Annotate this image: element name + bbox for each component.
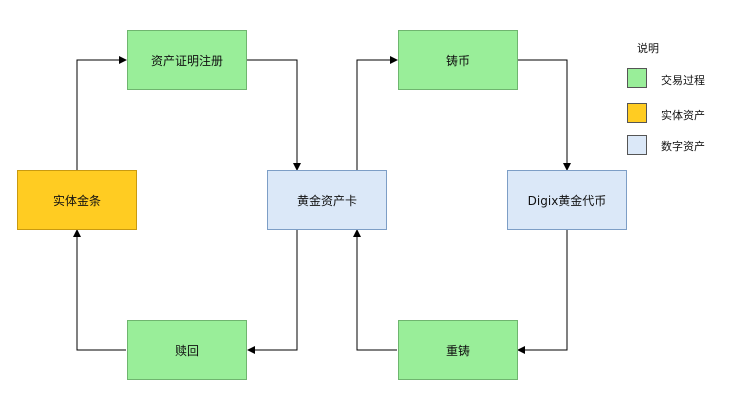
arrow-token-to-recasting xyxy=(517,230,568,354)
node-recasting: 重铸 xyxy=(398,320,518,380)
legend-title: 说明 xyxy=(637,42,659,55)
arrow-registration-to-card xyxy=(247,59,301,171)
node-redemption: 赎回 xyxy=(127,320,247,380)
legend-label-physical-asset: 实体资产 xyxy=(661,109,705,122)
node-asset-registration: 资产证明注册 xyxy=(127,30,247,90)
arrow-card-to-redemption xyxy=(247,230,298,354)
arrow-recasting-to-card xyxy=(353,229,397,351)
arrow-goldbar-to-registration xyxy=(76,56,127,170)
arrow-card-to-minting xyxy=(356,56,398,170)
legend-label-digital-asset: 数字资产 xyxy=(661,140,705,153)
node-gold-asset-card: 黄金资产卡 xyxy=(267,170,387,230)
legend-swatch-transaction xyxy=(627,68,647,88)
node-digix-token: Digix黄金代币 xyxy=(507,170,627,230)
arrow-minting-to-token xyxy=(518,59,571,171)
node-gold-bar: 实体金条 xyxy=(17,170,137,230)
legend-swatch-digital-asset xyxy=(627,135,647,155)
legend-swatch-physical-asset xyxy=(627,103,647,123)
arrow-redemption-to-goldbar xyxy=(73,229,126,351)
node-minting: 铸币 xyxy=(398,30,518,90)
legend-label-transaction: 交易过程 xyxy=(661,74,705,87)
